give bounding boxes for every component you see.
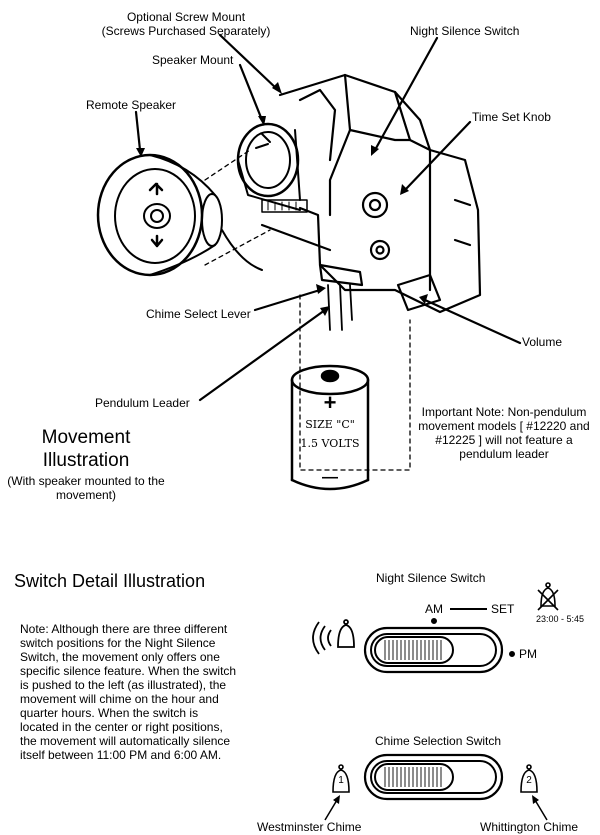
movement-title: Movement Illustration (With speaker moun… <box>0 426 172 502</box>
battery-size: SIZE "C" <box>305 418 355 431</box>
important-note-line: movement models [ #12220 and <box>418 419 590 433</box>
note-line: quarter hours. When the switch is <box>20 706 199 720</box>
night-switch-am: AM <box>425 602 443 616</box>
battery-minus: — <box>322 469 338 486</box>
chime-switch-title: Chime Selection Switch <box>375 734 502 748</box>
remote-speaker-label: Remote Speaker <box>86 98 177 112</box>
note-line: Note: Although there are three different <box>20 622 228 636</box>
chime-selection-switch-drawing <box>324 753 548 821</box>
note-line: the movement will automatically silence <box>20 734 231 748</box>
note-line: switch positions for the Night Silence <box>20 636 216 650</box>
note-line: is pushed to the left (as illustrated), … <box>20 678 227 692</box>
whittington-chime-label: Whittington Chime <box>480 820 579 834</box>
night-silence-time: 23:00 - 5:45 <box>536 614 585 624</box>
important-note-line: #12225 ] will not feature a <box>435 433 573 447</box>
battery-drawing <box>290 364 370 491</box>
pendulum-leader-label: Pendulum Leader <box>95 396 190 410</box>
note-line: movement will chime on the hour and <box>20 692 219 706</box>
movement-housing-drawing <box>260 73 482 331</box>
important-note-line: pendulum leader <box>459 447 549 461</box>
night-switch-title: Night Silence Switch <box>376 571 486 585</box>
bell-sound-icon <box>312 619 355 655</box>
night-silence-switch-drawing <box>363 608 515 674</box>
night-switch-pm: PM <box>519 647 537 661</box>
important-note: Important Note: Non-pendulum movement mo… <box>408 405 600 461</box>
bell-muted-icon <box>537 582 559 611</box>
bell-number-2: 2 <box>526 775 532 786</box>
movement-title-line2: Illustration <box>42 450 130 471</box>
note-line: itself between 11:00 PM and 6:00 AM. <box>20 748 222 762</box>
bell-number-1: 1 <box>338 775 344 786</box>
note-line: located in the center or right positions… <box>20 720 223 734</box>
speaker-mount-label: Speaker Mount <box>152 53 234 67</box>
remote-speaker-drawing <box>96 153 263 277</box>
chime-select-lever-label: Chime Select Lever <box>146 307 251 321</box>
time-set-knob-label: Time Set Knob <box>472 110 551 124</box>
optional-screw-mount-label: Optional Screw Mount (Screws Purchased S… <box>96 10 276 38</box>
note-line: specific silence feature. When the switc… <box>20 664 237 678</box>
note-line: Switch, the movement only offers one <box>20 650 220 664</box>
westminster-chime-label: Westminster Chime <box>257 820 362 834</box>
switch-detail-title: Switch Detail Illustration <box>14 571 206 591</box>
optional-screw-mount-line1: Optional Screw Mount <box>126 10 246 24</box>
switch-detail-note: Note: Although there are three different… <box>20 622 260 762</box>
night-switch-set: SET <box>491 602 515 616</box>
battery-volts: 1.5 VOLTS <box>300 437 360 450</box>
volume-label: Volume <box>522 335 563 349</box>
optional-screw-mount-line2: (Screws Purchased Separately) <box>101 24 271 38</box>
movement-subtitle-line1: (With speaker mounted to the <box>7 474 165 488</box>
speaker-mount-drawing <box>236 122 301 211</box>
bell-1-icon <box>332 764 350 793</box>
bell-2-icon <box>520 764 538 793</box>
battery-plus: + <box>323 390 337 415</box>
important-note-line: Important Note: Non-pendulum <box>421 405 587 419</box>
movement-title-line1: Movement <box>41 427 131 448</box>
night-silence-switch-label: Night Silence Switch <box>410 24 520 38</box>
movement-subtitle-line2: movement) <box>55 488 117 502</box>
